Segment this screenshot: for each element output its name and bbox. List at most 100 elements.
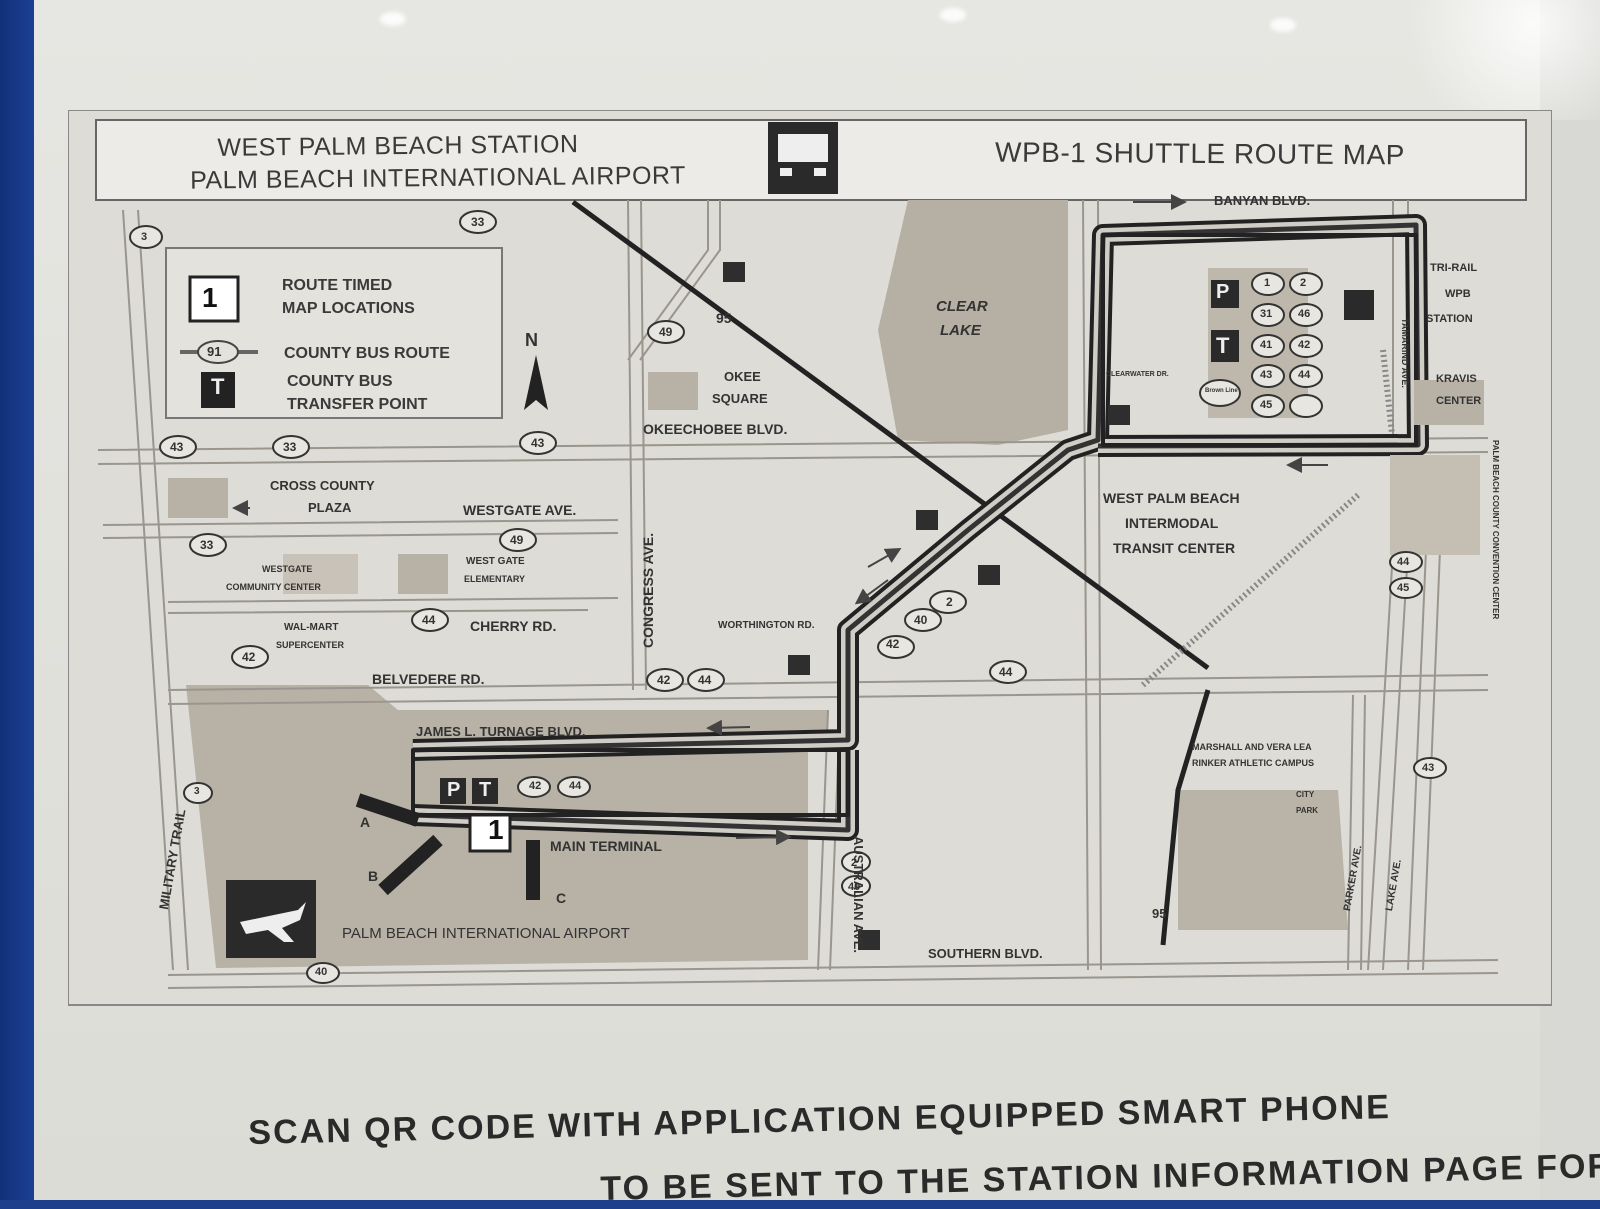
clear-lake-label-1: CLEAR bbox=[936, 298, 988, 315]
badge-95b: 95 bbox=[1152, 906, 1167, 921]
interstate-95-south bbox=[1160, 689, 1211, 946]
legend-timed-label-1: ROUTE TIMED bbox=[282, 277, 393, 294]
badge-44d: 44 bbox=[1397, 556, 1410, 568]
badge-44c: 44 bbox=[999, 665, 1013, 679]
badge-41: 41 bbox=[1260, 339, 1273, 351]
badge-33: 33 bbox=[471, 215, 485, 229]
badge-42e: 42 bbox=[1298, 339, 1311, 351]
cross-county-label-2: PLAZA bbox=[308, 500, 352, 515]
bus-stop-icons bbox=[723, 262, 1130, 950]
shuttle-route-map bbox=[68, 110, 1552, 1006]
reflection-glare bbox=[1380, 0, 1600, 120]
ceiling-light-reflection bbox=[1270, 18, 1296, 32]
north-arrow bbox=[524, 355, 548, 410]
road-grid bbox=[97, 199, 1499, 989]
badge-95: 95 bbox=[716, 310, 732, 326]
badge-42d: 42 bbox=[529, 780, 542, 792]
route-number-ovals bbox=[129, 210, 1447, 984]
badge-49: 49 bbox=[659, 325, 673, 339]
okee-label-2: SQUARE bbox=[712, 391, 768, 406]
brown-line-label: Brown Line bbox=[1205, 388, 1238, 394]
badge-31: 31 bbox=[1260, 308, 1273, 320]
intermodal-transfer-label: T bbox=[1216, 333, 1230, 358]
school-icon bbox=[398, 554, 448, 594]
street-cherry: CHERRY RD. bbox=[470, 618, 557, 634]
badge-2c: 2 bbox=[1300, 277, 1307, 289]
legend-timed-number: 1 bbox=[202, 282, 218, 313]
timed-point-marker bbox=[468, 813, 512, 853]
city-park-label-2: PARK bbox=[1296, 806, 1319, 815]
timed-point-number: 1 bbox=[488, 814, 504, 845]
convention-center-area bbox=[1390, 455, 1480, 555]
cross-county-label-1: CROSS COUNTY bbox=[270, 478, 375, 493]
cross-county-icon bbox=[168, 478, 228, 518]
badge-45b: 45 bbox=[1260, 399, 1273, 411]
street-westgate: WESTGATE AVE. bbox=[463, 502, 577, 518]
badge-44: 44 bbox=[422, 613, 436, 627]
legend-bus-route-number: 91 bbox=[207, 344, 222, 359]
main-terminal-label: MAIN TERMINAL bbox=[550, 838, 662, 854]
legend-bus-route-label: COUNTY BUS ROUTE bbox=[284, 345, 450, 362]
legend-transfer-symbol: T bbox=[211, 374, 225, 399]
parking-icon-airport bbox=[440, 778, 466, 804]
badge-33b: 33 bbox=[283, 440, 297, 454]
westgate-cc-label-2: COMMUNITY CENTER bbox=[226, 582, 321, 592]
walmart-label-2: SUPERCENTER bbox=[276, 640, 345, 650]
street-belvedere: BELVEDERE RD. bbox=[372, 671, 485, 687]
intermodal-label-1: WEST PALM BEACH bbox=[1103, 490, 1240, 506]
map-title: WPB-1 SHUTTLE ROUTE MAP bbox=[995, 136, 1405, 171]
badge-42: 42 bbox=[242, 650, 256, 664]
rinker-label-2: RINKER ATHLETIC CAMPUS bbox=[1192, 758, 1314, 768]
badge-46: 46 bbox=[1298, 308, 1311, 320]
okee-label-1: OKEE bbox=[724, 369, 761, 384]
shuttle-route bbox=[411, 214, 1429, 841]
rail-line-north bbox=[1380, 349, 1401, 491]
badge-3b: 3 bbox=[194, 786, 200, 797]
badge-3: 3 bbox=[141, 231, 148, 243]
badge-40: 40 bbox=[914, 613, 928, 627]
street-tamarind: TAMARIND AVE. bbox=[1400, 318, 1410, 388]
badge-43c: 43 bbox=[1422, 762, 1435, 774]
badge-43: 43 bbox=[170, 440, 184, 454]
transfer-icon bbox=[1211, 330, 1239, 362]
legend-transfer-label-1: COUNTY BUS bbox=[287, 373, 393, 390]
badge-44b: 44 bbox=[698, 673, 712, 687]
airplane-icon bbox=[240, 902, 306, 942]
street-turnage: JAMES L. TURNAGE BLVD. bbox=[416, 724, 586, 739]
badge-42b: 42 bbox=[657, 673, 671, 687]
rinker-campus-area bbox=[1178, 790, 1348, 930]
gate-c-label: C bbox=[556, 890, 567, 906]
street-okeechobee: OKEECHOBEE BLVD. bbox=[643, 421, 788, 437]
station-title: WEST PALM BEACH STATION bbox=[217, 130, 579, 162]
trirail-label-3: STATION bbox=[1426, 313, 1473, 325]
badge-40c: 40 bbox=[315, 966, 328, 978]
airport-subtitle: PALM BEACH INTERNATIONAL AIRPORT bbox=[189, 161, 686, 195]
north-label: N bbox=[525, 330, 538, 350]
ceiling-light-reflection bbox=[940, 8, 966, 22]
okee-square-icon bbox=[648, 372, 698, 410]
street-southern: SOUTHERN BLVD. bbox=[928, 946, 1043, 961]
badge-33c: 33 bbox=[200, 538, 214, 552]
kravis-label-1: KRAVIS bbox=[1436, 373, 1477, 385]
kravis-center-icon bbox=[1414, 380, 1484, 425]
badge-43d: 43 bbox=[1260, 369, 1273, 381]
gate-a-label: A bbox=[360, 814, 371, 830]
street-congress: CONGRESS AVE. bbox=[640, 532, 656, 648]
parking-icon bbox=[1211, 280, 1239, 308]
westgate-cc-label-1: WESTGATE bbox=[262, 564, 313, 574]
street-clearwater: CLEARWATER DR. bbox=[1106, 371, 1169, 378]
badge-2: 2 bbox=[946, 595, 953, 609]
trirail-label-2: WPB bbox=[1445, 288, 1471, 300]
street-banyan: BANYAN BLVD. bbox=[1214, 193, 1311, 208]
city-park-label-1: CITY bbox=[1296, 790, 1315, 799]
airport-label: PALM BEACH INTERNATIONAL AIRPORT bbox=[342, 925, 630, 942]
westgate-el-label-2: ELEMENTARY bbox=[464, 574, 526, 584]
terminal-piers bbox=[355, 793, 540, 900]
intermodal-parking-label: P bbox=[1216, 281, 1230, 303]
rinker-label-1: MARSHALL AND VERA LEA bbox=[1192, 742, 1312, 752]
legend-transfer-label-2: TRANSFER POINT bbox=[287, 396, 428, 413]
convention-center-label: PALM BEACH COUNTY CONVENTION CENTER bbox=[1491, 440, 1500, 620]
ceiling-light-reflection bbox=[380, 12, 406, 26]
gate-b-label: B bbox=[368, 868, 379, 884]
trirail-label-1: TRI-RAIL bbox=[1430, 262, 1478, 274]
